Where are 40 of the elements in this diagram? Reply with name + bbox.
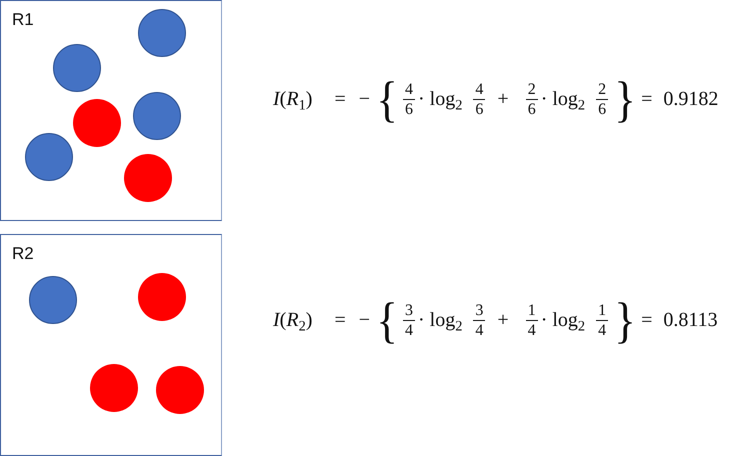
fraction-denominator: 4 — [474, 320, 484, 340]
result-value: 0.9182 — [663, 87, 718, 111]
curly-brace: } — [614, 291, 636, 349]
fraction-denominator: 4 — [526, 320, 537, 340]
log-term: · log$_{2}$ — [540, 87, 586, 111]
curly-brace: { — [376, 291, 398, 349]
region-box — [0, 234, 222, 456]
fraction-numerator: 2 — [596, 80, 608, 100]
fraction-numerator: 3 — [403, 300, 415, 320]
operator-sign: + — [497, 308, 509, 332]
operator-sign: − — [358, 308, 370, 332]
fraction-numerator: 4 — [473, 80, 486, 100]
operator-sign: = — [334, 87, 346, 111]
fraction-denominator: 6 — [526, 100, 537, 118]
fraction-numerator: 1 — [526, 300, 538, 320]
operator-sign: − — [358, 87, 370, 111]
curly-brace: } — [614, 70, 636, 128]
operator-sign: + — [497, 87, 509, 111]
fraction-denominator: 6 — [474, 100, 484, 118]
region-box — [0, 0, 222, 221]
curly-brace: { — [376, 70, 398, 128]
fraction-numerator: 2 — [526, 80, 538, 100]
fraction-numerator: 1 — [596, 300, 608, 320]
operator-sign: = — [334, 308, 346, 332]
fraction-denominator: 6 — [597, 100, 608, 118]
log-term: · log$_{2}$ — [418, 87, 462, 111]
fraction-denominator: 6 — [404, 100, 414, 118]
fraction-denominator: 4 — [597, 320, 608, 340]
region-label: R1 — [12, 10, 34, 30]
region-label: R2 — [12, 244, 34, 264]
result-value: 0.8113 — [663, 308, 718, 332]
formula-term: I(R$_{2}$) — [273, 308, 312, 332]
fraction-numerator: 4 — [403, 80, 415, 100]
fraction-denominator: 4 — [404, 320, 414, 340]
formula-term: I(R$_{1}$) — [273, 87, 312, 111]
operator-sign: = — [641, 308, 652, 332]
operator-sign: = — [641, 87, 652, 111]
log-term: · log$_{2}$ — [418, 308, 462, 332]
fraction-numerator: 3 — [473, 300, 486, 320]
log-term: · log$_{2}$ — [540, 308, 586, 332]
